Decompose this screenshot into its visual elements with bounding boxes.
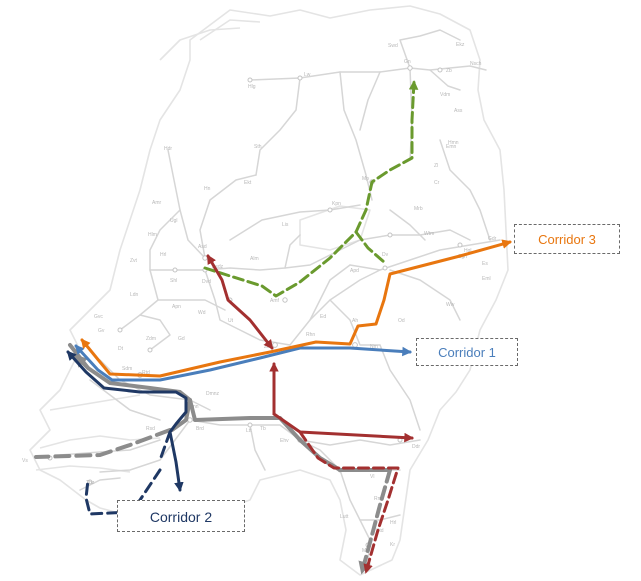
label-ldn: Ldn (130, 292, 139, 298)
label-dv: Dv (382, 252, 389, 258)
corridor-3-label: Corridor 3 (514, 224, 620, 254)
label-tb: Tb (260, 426, 266, 432)
label-hlg: Hlg (248, 84, 256, 90)
label-hn: Hn (204, 186, 211, 192)
label-mp: Mp (362, 176, 369, 182)
label-sth: Sth (254, 144, 262, 150)
label-wtm: Wtm (424, 231, 434, 237)
label-alm: Alm (250, 256, 259, 262)
label-zdm: Zdm (146, 336, 156, 342)
label-eml: Eml (482, 276, 491, 282)
label-ltt: Ltt (246, 428, 252, 434)
label-hdr: Hdr (164, 146, 172, 152)
label-ah: Ah (352, 318, 358, 324)
label-gd: Gd (178, 336, 185, 342)
label-od: Od (398, 318, 405, 324)
label-kr: Kr (390, 542, 395, 548)
label-zvt: Zvt (130, 258, 138, 264)
corridor-2-route (66, 350, 188, 516)
label-gdr: Gdr (488, 236, 497, 242)
label-gv: Gv (98, 328, 105, 334)
corridor-2-label: Corridor 2 (117, 500, 245, 532)
label-ed: Ed (320, 314, 326, 320)
label-mrb: Mrb (414, 206, 423, 212)
label-zb: Zb (446, 68, 452, 74)
label-swd: Swd (388, 43, 398, 49)
label-zl: Zl (434, 163, 438, 169)
label-rm: Rm (374, 496, 382, 502)
label-nsch: Nsch (470, 61, 482, 67)
label-dmnz: Dmnz (206, 391, 220, 397)
label-ww: Ww (446, 302, 455, 308)
label-lw: Lw (304, 72, 311, 78)
label-lis: Lis (282, 222, 289, 228)
label-brd: Brd (196, 426, 204, 432)
label-dt: Dt (118, 346, 124, 352)
label-rhn: Rhn (306, 332, 315, 338)
label-ekt: Ekt (244, 180, 252, 186)
label-mt: Mt (362, 548, 368, 554)
label-asd: Asd (198, 244, 207, 250)
label-ddr: Ddr (412, 444, 420, 450)
label-hlm: Hlm (148, 232, 157, 238)
label-ehv: Ehv (280, 438, 289, 444)
label-vdm: Vdm (440, 92, 450, 98)
label-hrl2: Hrl (390, 520, 396, 526)
label-lutt: Lutt (340, 514, 349, 520)
label-hmn: Hmn (448, 140, 459, 146)
label-ut: Ut (228, 318, 234, 324)
label-amf: Amf (270, 298, 280, 304)
label-ekz: Ekz (456, 42, 465, 48)
label-rsd: Rsd (146, 426, 155, 432)
label-gvc: Gvc (94, 314, 103, 320)
label-kpn: Kpn (332, 201, 341, 207)
grey-route (34, 343, 392, 575)
label-shl: Shl (170, 278, 177, 284)
label-amr: Amr (152, 200, 162, 206)
green-route (203, 80, 419, 298)
label-dvd: Dvd (202, 279, 211, 285)
label-es: Es (482, 261, 488, 267)
corridor-3-route (80, 239, 512, 378)
label-ugl: Ugl (170, 218, 178, 224)
label-ass: Ass (454, 108, 463, 114)
label-hrl: Hrl (160, 252, 166, 258)
station-labels: Swd Ekz Gn Zb Nsch Vdm Lw Hlg Sth Hdr Ek… (22, 42, 497, 554)
label-gn: Gn (404, 59, 411, 65)
label-wd: Wd (198, 310, 206, 316)
label-apn: Apn (172, 304, 181, 310)
corridor-1-label: Corridor 1 (416, 338, 518, 366)
label-std: Std (376, 528, 384, 534)
label-vl: Vl (370, 474, 374, 480)
label-sdm: Sdm (122, 366, 132, 372)
label-apd: Apd (350, 268, 359, 274)
label-emn: Emn (446, 144, 457, 150)
label-cr: Cr (434, 180, 440, 186)
station-markers (47, 65, 463, 548)
label-vs: Vs (22, 458, 28, 464)
